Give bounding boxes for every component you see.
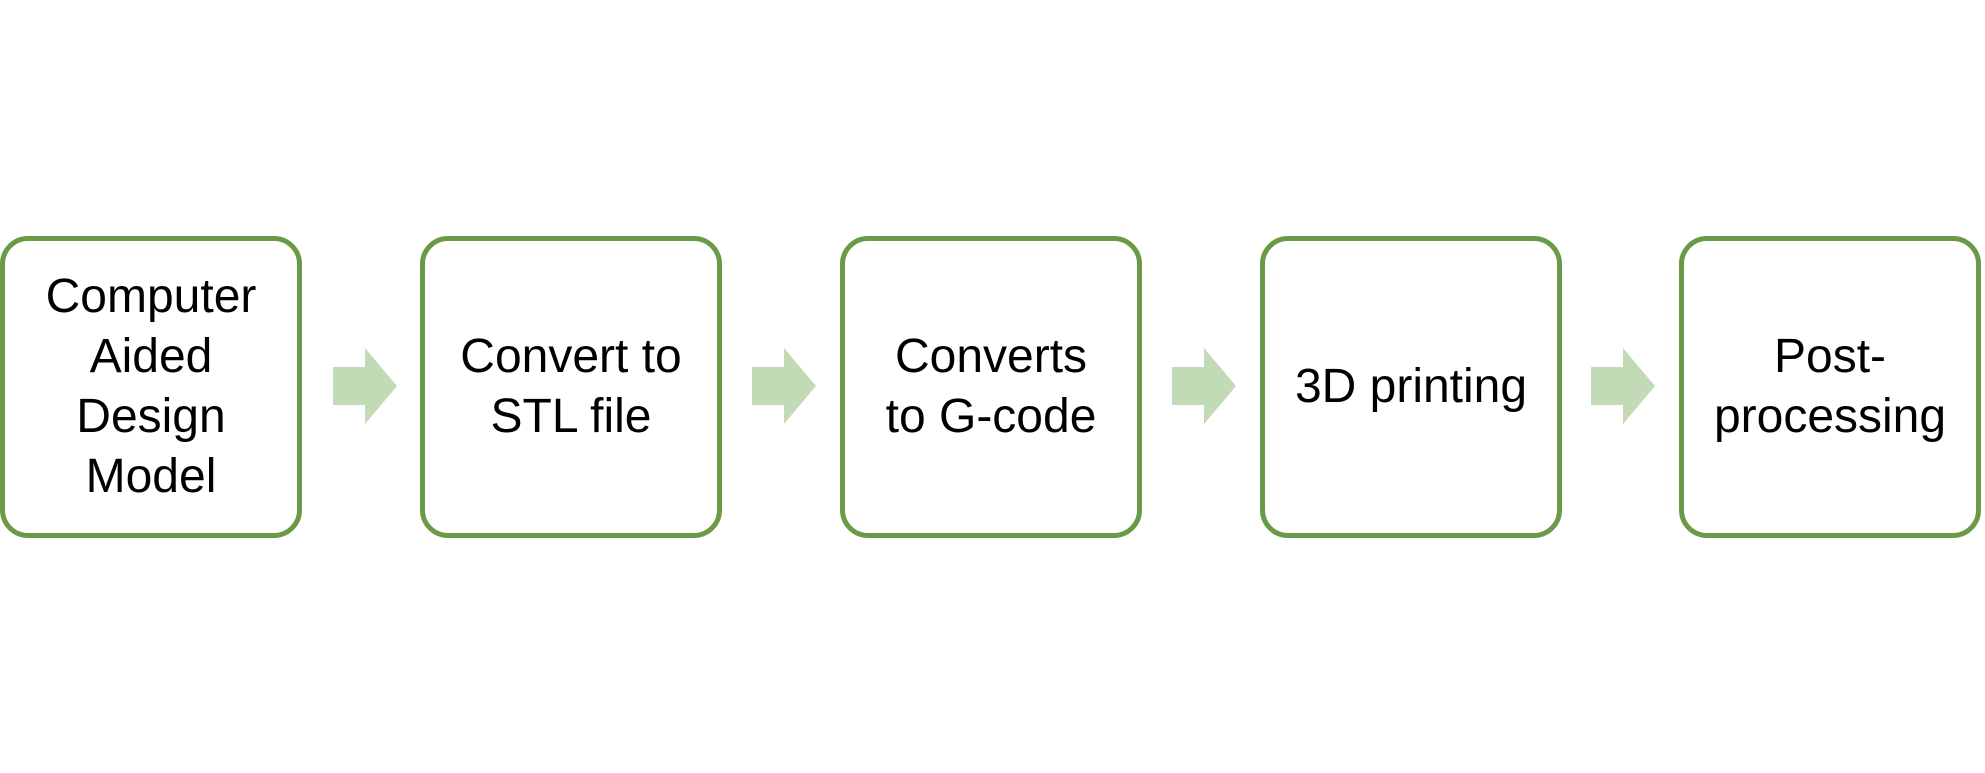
step-convert-stl: Convert to STL file	[420, 236, 722, 538]
step-cad-model: Computer Aided Design Model	[0, 236, 302, 538]
step-convert-gcode: Converts to G-code	[840, 236, 1142, 538]
step-label: Post- processing	[1713, 330, 1947, 443]
right-arrow-icon	[333, 348, 397, 424]
right-arrow-icon	[752, 348, 816, 424]
right-arrow-icon	[1591, 348, 1655, 424]
step-label: Computer Aided Design Model	[45, 270, 257, 503]
right-arrow-icon	[1172, 348, 1236, 424]
step-3d-printing: 3D printing	[1260, 236, 1562, 538]
step-label: Convert to STL file	[460, 330, 682, 443]
step-label: 3D printing	[1294, 360, 1528, 413]
step-post-processing: Post- processing	[1679, 236, 1981, 538]
step-label: Converts to G-code	[885, 330, 1097, 443]
